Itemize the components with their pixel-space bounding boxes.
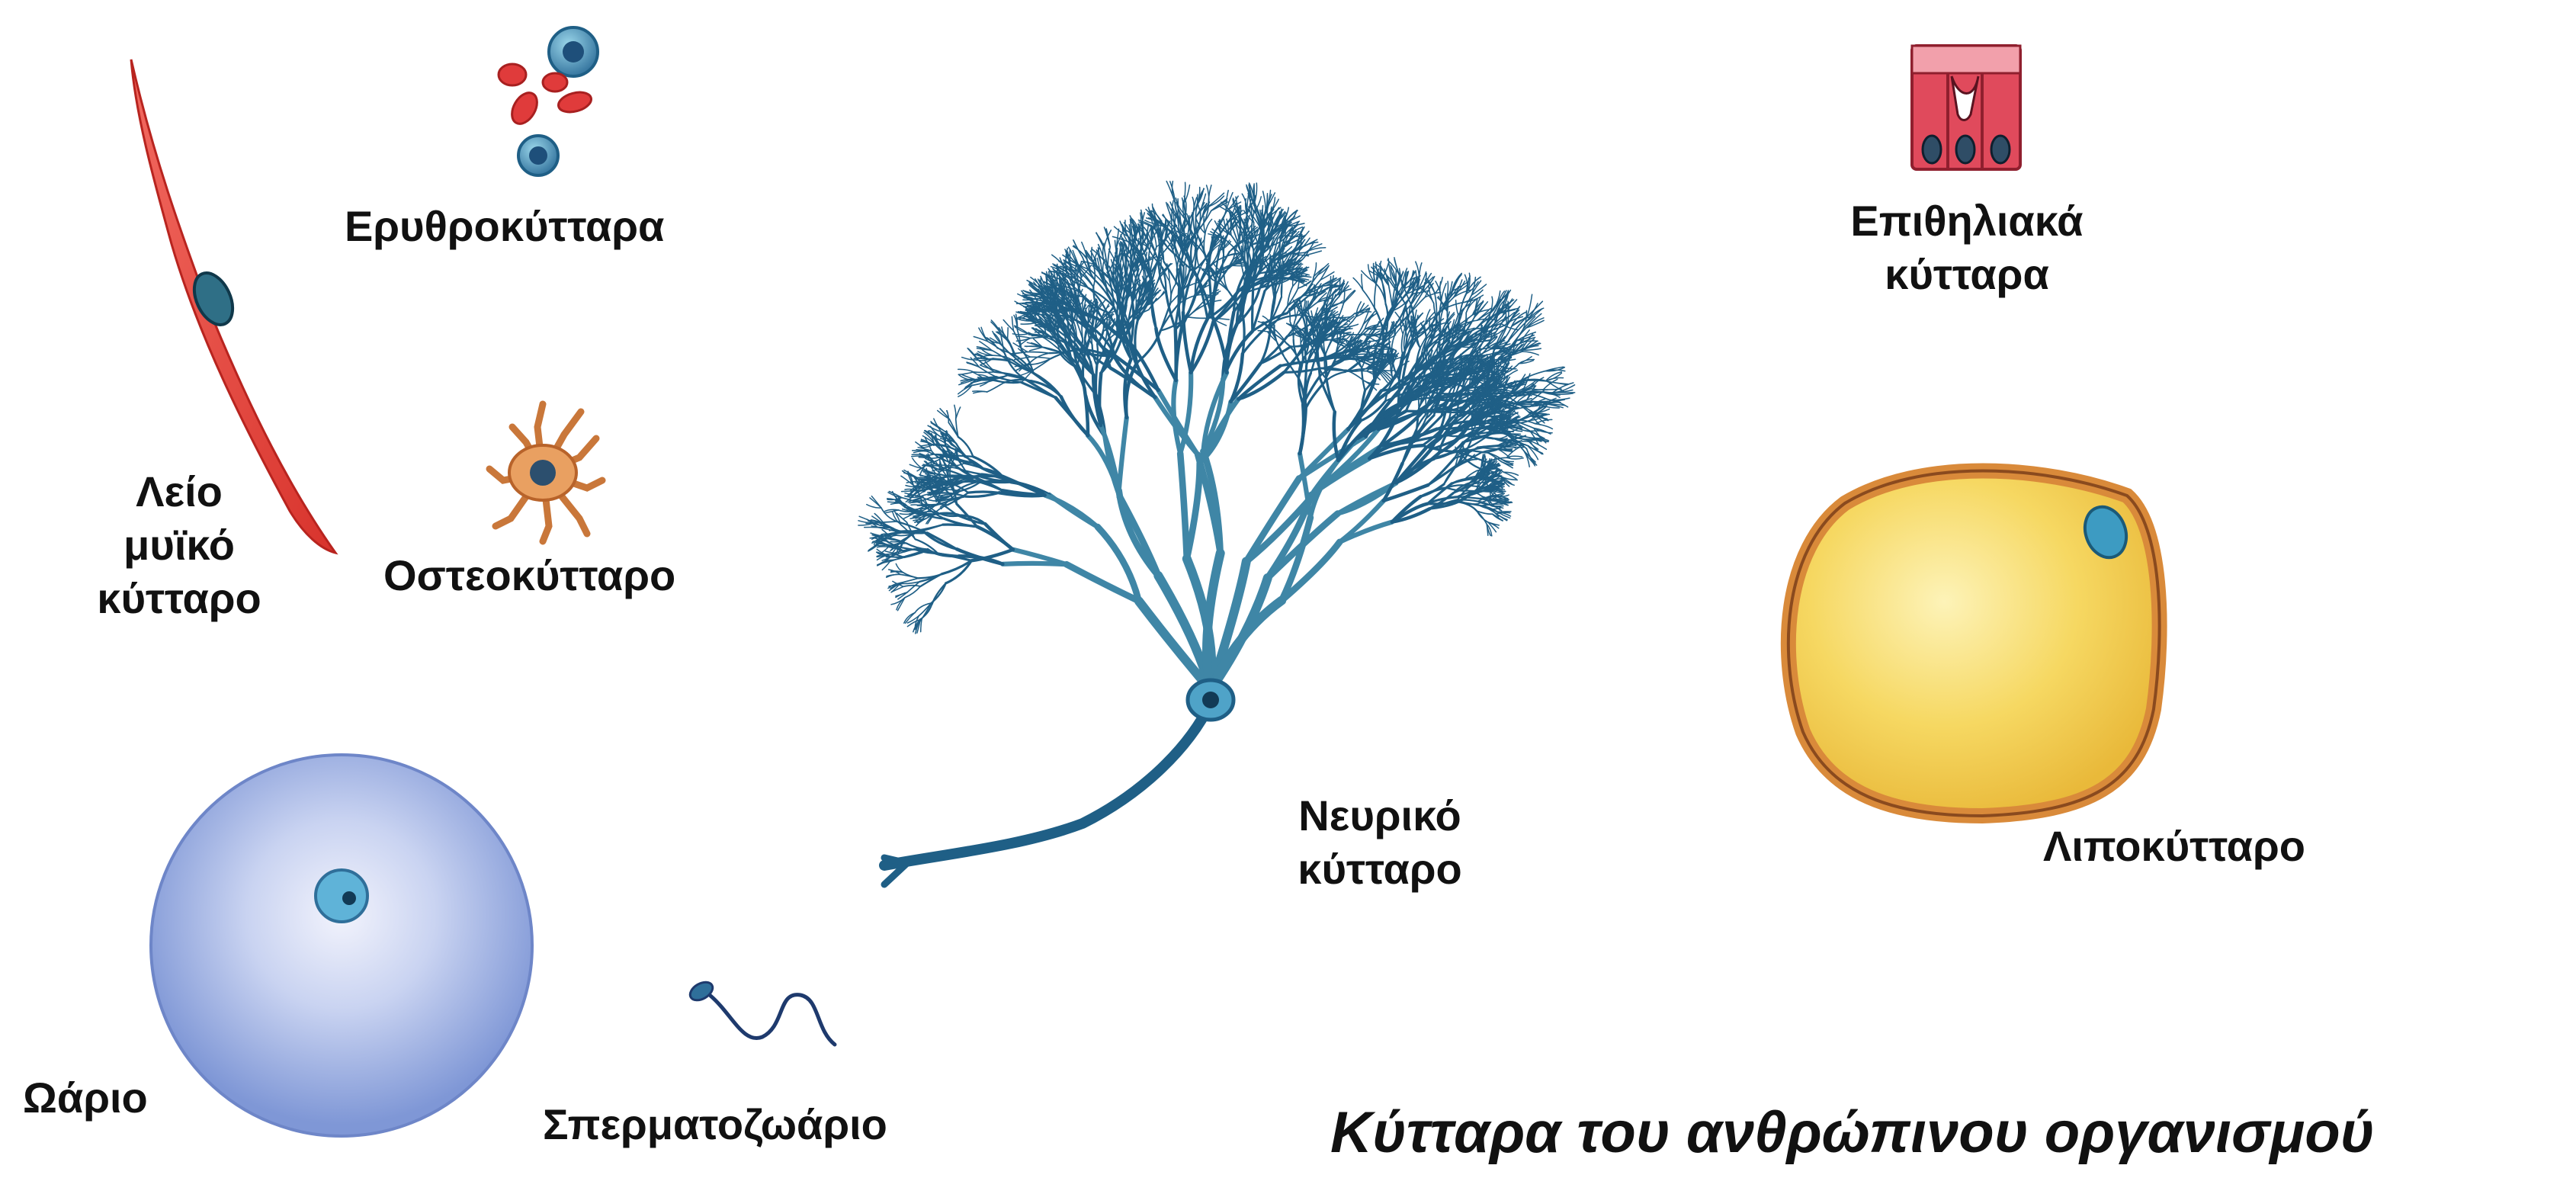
label-line: κύτταρο [1254,843,1506,896]
label-line: κύτταρα [1837,248,2096,301]
dendrite-branch [917,525,943,532]
dendrite-branch [1061,396,1088,435]
dendrite-branch [1326,339,1333,355]
dendrite-branch [1031,357,1051,358]
label-line: κύτταρο [91,572,267,625]
dendrite-branch [1339,522,1392,542]
dendrite-branch [1375,285,1376,309]
dendrite-branch [1456,300,1458,315]
label-smooth-muscle: Λείο μυϊκό κύτταρο [91,465,267,625]
epithelial-cells [1912,46,2020,169]
dendrite-branch [1012,316,1013,330]
dendrite-branch [1344,290,1355,303]
dendrite-branch [932,583,946,605]
dendrite-branch [1093,264,1095,287]
dendrite-branch [1028,352,1050,354]
sperm [687,978,835,1045]
dendrite-branch [1471,419,1472,440]
dendrite-branch [903,586,920,587]
dendrite-branch [1074,241,1083,257]
label-line: Λείο [91,465,267,518]
dendrite-branch [1535,424,1553,429]
dendrite-branch [943,525,977,527]
dendrite-branch [1442,284,1447,302]
label-osteocyte: Οστεοκύτταρο [383,549,675,602]
dendrite-branch [958,437,974,457]
dendrite-branch [987,383,1004,392]
dendrite-branch [1492,486,1503,487]
ovum [151,755,532,1136]
dendrite-branch [1007,328,1008,341]
label-adipocyte: Λιποκύτταρο [2043,820,2305,873]
dendrite-branch [1363,312,1375,325]
dendrite-branch [1284,368,1320,372]
dendrite-branch [1012,334,1028,335]
dendrite-branch [1282,542,1339,601]
dendrite-branch [1429,318,1430,332]
dendrite-branch [954,405,956,419]
dendrite-branch [1183,313,1191,373]
dendrite-branch [1431,392,1458,393]
dendrite-branch [1180,454,1187,559]
dendrite-branch [909,464,922,469]
dendrite-branch [1522,351,1539,355]
diagram-title: Κύτταρα του ανθρώπινου οργανισμού [1330,1098,2375,1168]
label-line: Νευρικό [1254,789,1506,843]
neuron [858,181,1575,884]
dendrite-branch [1435,278,1442,294]
label-line: Επιθηλιακά [1837,194,2096,248]
dendrite-branch [974,372,995,373]
dendrite-branch [1117,304,1118,335]
dendrite-branch [1187,463,1200,558]
label-neuron: Νευρικό κύτταρο [1254,789,1506,896]
dendrite-branch [1543,389,1561,390]
dendrite-branch [1103,243,1104,260]
adipocyte [1788,471,2160,817]
dendrite-branch [887,574,900,576]
dendrite-branch [1030,347,1043,350]
label-epithelial: Επιθηλιακά κύτταρα [1837,194,2096,301]
dendrite-branch [1119,418,1127,491]
dendrite-branch [914,451,928,453]
label-ovum: Ωάριο [23,1071,148,1125]
dendrite-branch [1402,334,1403,354]
dendrite-branch [1389,286,1393,307]
label-sperm: Σπερματοζωάριο [543,1098,887,1151]
dendrite-branch [958,369,974,371]
dendrite-branch [958,372,974,374]
dendrite-branch [1084,388,1088,436]
label-erythrocytes: Ερυθροκύτταρα [345,200,664,253]
dendrite-branch [1527,294,1532,317]
label-line: μυϊκό [91,518,267,572]
dendrite-branch [1428,458,1455,485]
dendrite-branch [1290,308,1291,322]
erythrocytes-cluster [499,27,598,175]
osteocyte [489,404,602,541]
dendrite-branch [1243,316,1244,354]
dendrite-branch [879,546,889,554]
dendrite-branch [1156,329,1176,380]
dendrite-branch [968,492,999,493]
dendrite-branch [977,527,1013,550]
